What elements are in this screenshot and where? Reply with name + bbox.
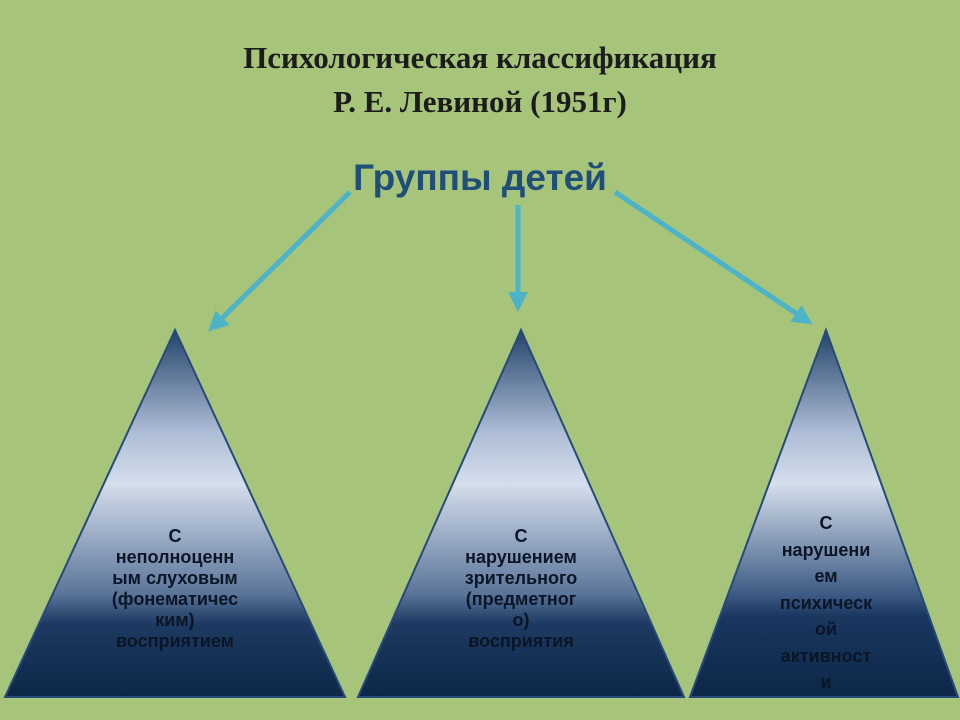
arrow-left xyxy=(208,190,352,332)
label-line: ой xyxy=(814,619,838,639)
title-line-2: Р. Е. Левиной (1951г) xyxy=(333,84,627,119)
arrow-right xyxy=(613,189,813,325)
label-line: С xyxy=(514,526,528,546)
title-line-1: Психологическая классификация xyxy=(243,40,717,75)
label-line: восприятием xyxy=(115,631,234,651)
label-line: ким) xyxy=(155,610,195,630)
label-line: о) xyxy=(512,610,530,630)
label-line: (фонематичес xyxy=(111,589,239,609)
label-line: нарушени xyxy=(781,539,871,560)
diagram-subtitle: Группы детей xyxy=(353,157,607,198)
triangle-activity xyxy=(688,327,960,698)
label-line: зрительного xyxy=(464,568,578,588)
group-visual-label: С нарушением зрительного (предметног о) … xyxy=(436,526,606,652)
label-line: неполноценн xyxy=(115,547,235,567)
label-line: восприятия xyxy=(468,631,574,651)
label-line: психическ xyxy=(779,592,873,613)
label-line: (предметног xyxy=(465,589,577,609)
group-hearing-label: С неполноценн ым слуховым (фонематичес к… xyxy=(90,526,260,652)
label-line: С xyxy=(168,526,182,546)
label-line: и xyxy=(820,672,832,692)
label-line: ем xyxy=(814,566,838,586)
label-line: активност xyxy=(780,645,872,666)
label-line: нарушением xyxy=(465,547,577,567)
triangle-hearing xyxy=(3,327,347,698)
label-line: С xyxy=(819,513,833,533)
group-activity-label: С нарушени ем психическ ой активност и xyxy=(756,510,896,696)
triangle-visual xyxy=(356,327,686,698)
label-line: ым слуховым xyxy=(112,568,238,588)
